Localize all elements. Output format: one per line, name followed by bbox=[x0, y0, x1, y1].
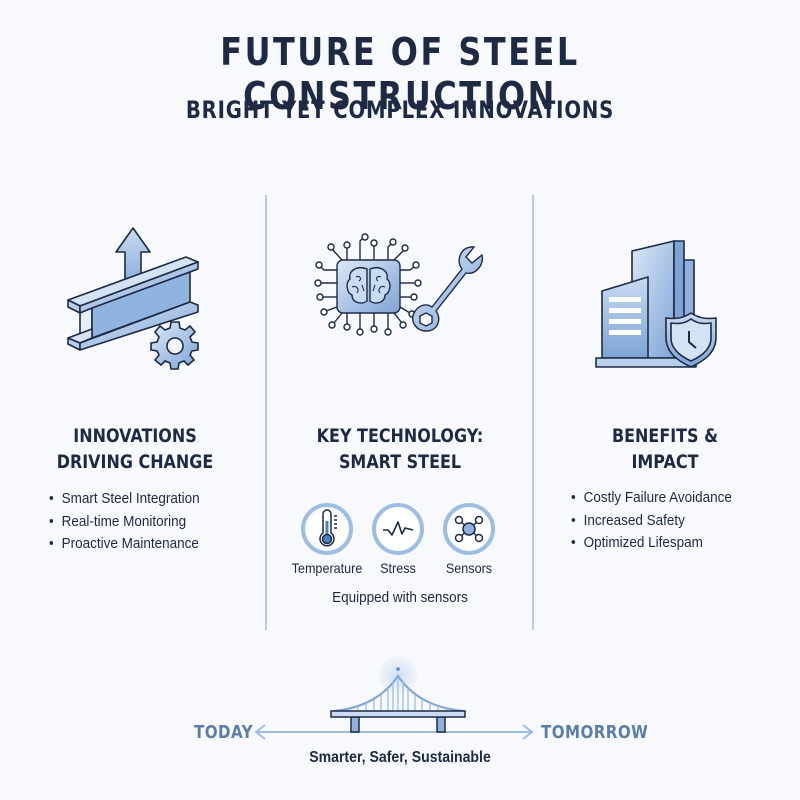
heading-line: INNOVATIONS bbox=[73, 425, 197, 447]
sensor-network-icon bbox=[443, 503, 495, 555]
sensor-label-temperature: Temperature bbox=[291, 560, 363, 576]
column-divider-right bbox=[532, 195, 534, 630]
list-item: Real-time Monitoring bbox=[49, 511, 200, 534]
timeline-today-label: TODAY bbox=[194, 722, 254, 743]
page-title: FUTURE OF STEEL CONSTRUCTION bbox=[220, 30, 580, 118]
column-key-technology bbox=[312, 233, 492, 360]
bridge-icon bbox=[254, 656, 534, 740]
benefits-list: Costly Failure Avoidance Increased Safet… bbox=[571, 487, 732, 555]
sensor-temperature bbox=[300, 502, 354, 561]
innovations-list: Smart Steel Integration Real-time Monito… bbox=[49, 488, 200, 556]
list-item: Optimized Lifespam bbox=[571, 532, 732, 555]
building-shield-icon bbox=[595, 240, 717, 368]
sensor-stress bbox=[371, 502, 425, 561]
sensor-label-stress: Stress bbox=[380, 560, 416, 576]
timeline-arrow bbox=[254, 724, 534, 740]
page-subtitle: BRIGHT YET COMPLEX INNOVATIONS bbox=[185, 96, 615, 124]
sensor-network bbox=[442, 502, 496, 561]
sensor-label-sensors: Sensors bbox=[445, 560, 493, 576]
list-item: Proactive Maintenance bbox=[49, 533, 200, 556]
key-technology-heading: KEY TECHNOLOGY: SMART STEEL bbox=[316, 423, 484, 475]
timeline-tomorrow-label: TOMORROW bbox=[541, 722, 649, 743]
sensors-caption: Equipped with sensors bbox=[332, 589, 468, 606]
benefits-heading: BENEFITS & IMPACT bbox=[581, 423, 749, 475]
column-divider-left bbox=[265, 195, 267, 630]
thermometer-icon bbox=[301, 503, 353, 555]
heading-line: DRIVING CHANGE bbox=[56, 451, 214, 473]
steel-beam-gear-icon bbox=[67, 227, 199, 370]
innovations-heading: INNOVATIONS DRIVING CHANGE bbox=[51, 423, 219, 475]
timeline-tagline: Smarter, Safer, Sustainable bbox=[309, 749, 491, 766]
list-item: Costly Failure Avoidance bbox=[571, 487, 732, 510]
stress-wave-icon bbox=[372, 503, 424, 555]
column-innovations bbox=[60, 220, 200, 370]
heading-line: SMART STEEL bbox=[338, 451, 462, 473]
heading-line: BENEFITS & bbox=[611, 425, 719, 447]
ai-chip-wrench-icon bbox=[314, 233, 483, 336]
heading-line: KEY TECHNOLOGY: bbox=[316, 425, 484, 447]
list-item: Increased Safety bbox=[571, 510, 732, 533]
list-item: Smart Steel Integration bbox=[49, 488, 200, 511]
column-benefits bbox=[592, 235, 732, 375]
heading-line: IMPACT bbox=[631, 451, 699, 473]
